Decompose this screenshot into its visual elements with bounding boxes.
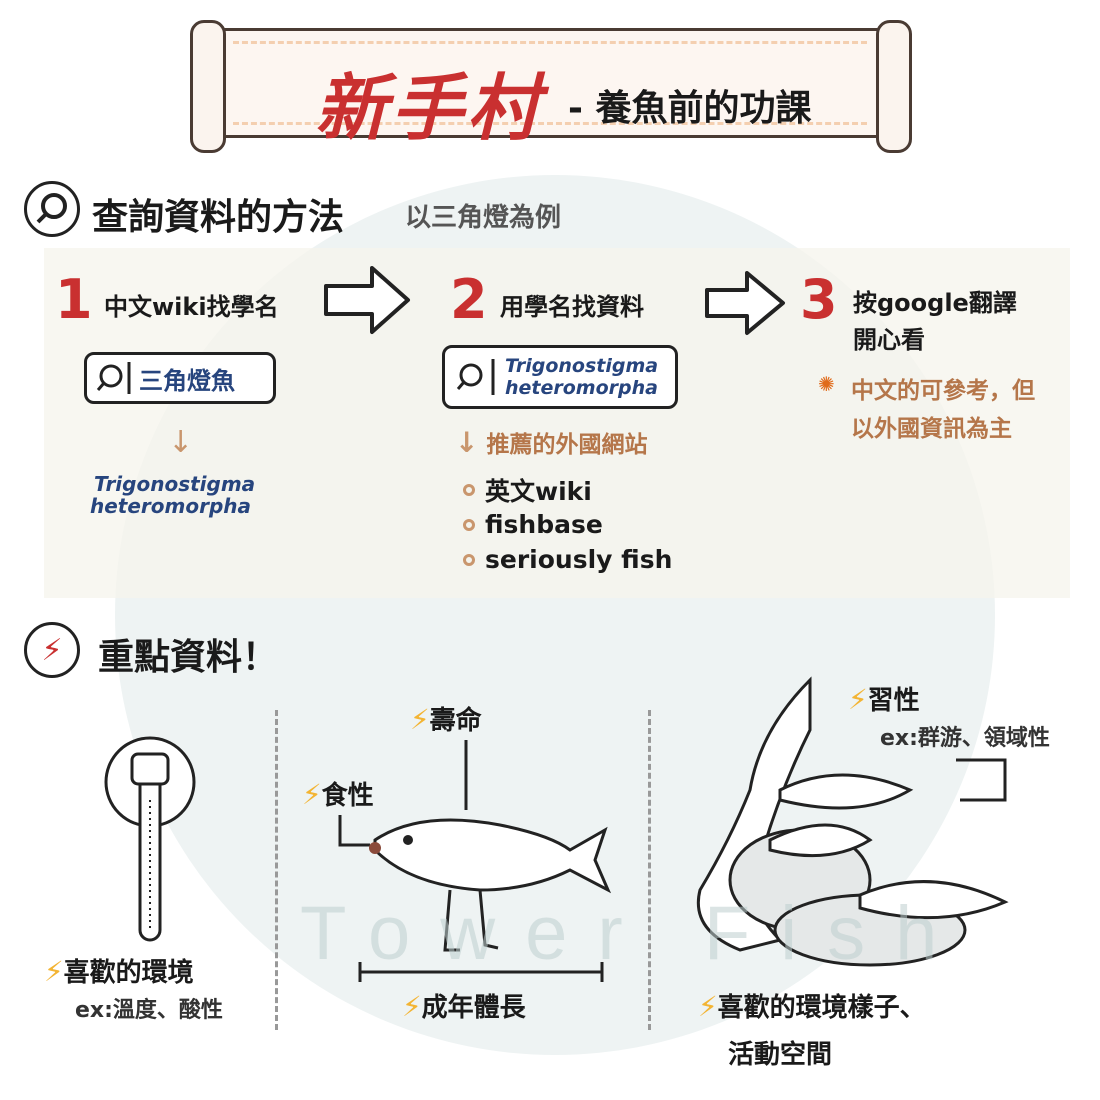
search-box-chinese[interactable]: 三角燈魚: [84, 352, 276, 404]
search-value: 三角燈魚: [139, 366, 235, 395]
fish-illustration: [338, 740, 612, 952]
title-scroll: 新手村 - 養魚前的功課: [190, 20, 912, 153]
space-label: ⚡喜歡的環境樣子、活動空間: [698, 990, 926, 1070]
habit-sub: ex:群游、領域性: [880, 726, 1050, 751]
title-sub: - 養魚前的功課: [568, 88, 812, 129]
recommend-label: ↓ 推薦的外國網站: [455, 426, 648, 459]
env-label: ⚡喜歡的環境: [44, 955, 194, 988]
step2-number: 2: [450, 268, 488, 331]
search-icon: [456, 359, 495, 395]
section1-title: 查詢資料的方法: [92, 197, 345, 238]
scroll-roll-right: [876, 20, 912, 153]
step1-label: 中文wiki找學名: [104, 293, 279, 321]
env-sub: ex:溫度、酸性: [75, 998, 223, 1023]
arrow-down-icon: ↓: [168, 425, 194, 460]
site-list: 英文wiki fishbase seriously fish: [463, 472, 672, 577]
steps-panel: [44, 248, 1070, 598]
search-icon: [96, 362, 131, 394]
site-item[interactable]: seriously fish: [463, 542, 672, 577]
scroll-roll-left: [190, 20, 226, 153]
step3-label: 按google翻譯開心看: [853, 289, 1017, 354]
step3-note: 中文的可參考，但以外國資訊為主: [851, 378, 1035, 442]
section1-subtitle: 以三角燈為例: [405, 203, 562, 233]
bolt-icon: ⚡: [44, 955, 64, 988]
site-item[interactable]: 英文wiki: [463, 472, 672, 507]
search-icon: [24, 181, 80, 237]
section2-title: 重點資料！: [98, 637, 279, 678]
sparkle-icon: ✺: [818, 372, 835, 396]
habit-label: ⚡習性: [848, 683, 920, 716]
step3-number: 3: [800, 268, 838, 331]
title-main: 新手村: [315, 66, 544, 150]
site-item[interactable]: fishbase: [463, 507, 672, 542]
gauge-bolt-icon: ⚡: [24, 622, 80, 678]
size-label: ⚡成年體長: [402, 990, 526, 1023]
arrow-down-icon: ↓: [455, 426, 479, 459]
arrow-right-icon: [324, 266, 410, 334]
arrow-right-icon: [705, 271, 785, 335]
scroll-paper: 新手村 - 養魚前的功課: [220, 28, 899, 150]
step2-label: 用學名找資料: [500, 293, 644, 321]
diet-label: ⚡食性: [302, 778, 374, 811]
lifespan-label: ⚡壽命: [410, 703, 482, 736]
aquascape-illustration: [696, 676, 1009, 967]
divider: [648, 710, 651, 1030]
step1-number: 1: [55, 268, 93, 331]
length-bar: [358, 962, 604, 982]
divider: [275, 710, 278, 1030]
thermometer-illustration: [104, 736, 196, 942]
